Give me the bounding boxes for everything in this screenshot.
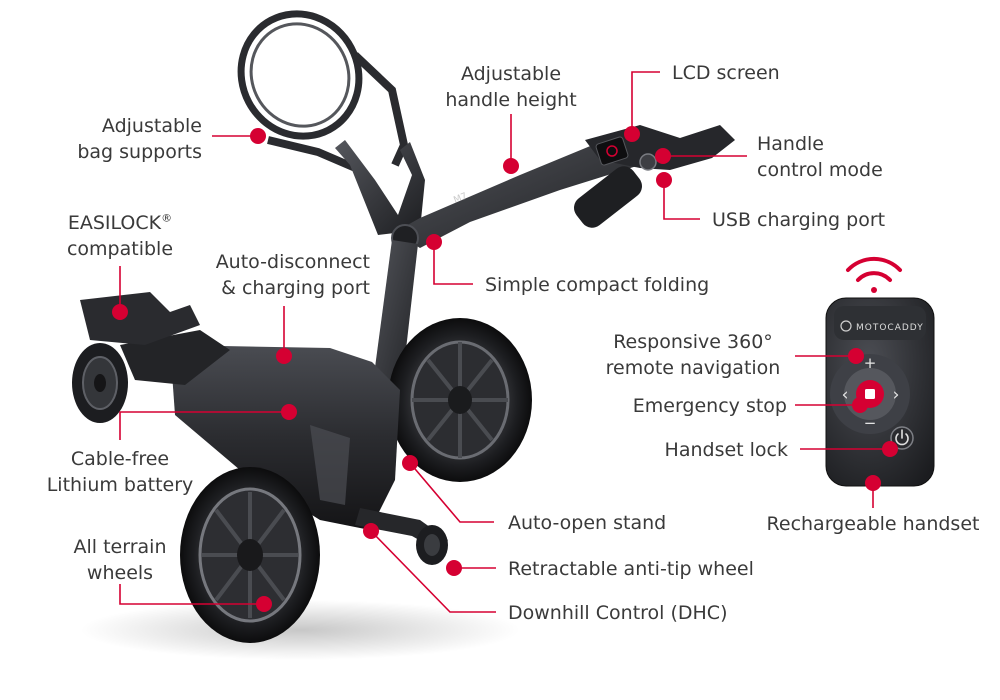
- dpad-left: ‹: [842, 385, 849, 405]
- upper-frame: [335, 140, 425, 235]
- bag-support-ring: [237, 10, 409, 174]
- label-auto-open: Auto-open stand: [508, 512, 667, 534]
- callout-dots: [112, 126, 898, 612]
- dpad-plus: +: [864, 354, 877, 372]
- label-handset-lock: Handset lock: [664, 439, 788, 461]
- lcd-bezel: [595, 136, 629, 166]
- remote-brand: MOTOCADDY: [856, 323, 924, 333]
- label-easilock: EASILOCK® compatible: [66, 211, 174, 260]
- remote-handset: MOTOCADDY + − ‹ ›: [825, 297, 935, 487]
- near-wheel: [180, 467, 320, 643]
- dpad-minus: −: [864, 414, 877, 432]
- anti-tip-wheel: [416, 525, 448, 565]
- ground-shadow: [80, 600, 520, 660]
- label-cable-free: Cable-free Lithium battery: [46, 448, 194, 496]
- leader-dhc: [370, 530, 496, 613]
- leader-lines: [119, 71, 890, 613]
- wifi-signal-icon: [846, 256, 902, 293]
- handle-arm: [395, 132, 655, 248]
- dot-anti-tip: [446, 560, 462, 576]
- stop-icon: [865, 389, 875, 399]
- leader-auto-open: [409, 462, 494, 523]
- dot-lcd: [624, 126, 640, 142]
- dot-auto-open: [402, 455, 418, 471]
- dot-all-terrain: [256, 596, 272, 612]
- label-usb: USB charging port: [712, 209, 886, 231]
- handle-grip: [574, 166, 642, 228]
- label-handle-control: Handle control mode: [757, 133, 883, 181]
- label-emergency: Emergency stop: [632, 395, 787, 417]
- dot-folding: [426, 234, 442, 250]
- chassis-highlight: [310, 425, 350, 505]
- power-icon: [895, 429, 909, 446]
- dot-handle-height: [503, 158, 519, 174]
- label-anti-tip: Retractable anti-tip wheel: [508, 558, 754, 580]
- label-handle-height: Adjustable handle height: [445, 63, 577, 111]
- label-auto-disconnect: Auto-disconnect & charging port: [215, 251, 370, 299]
- model-badge: M7: [452, 191, 468, 205]
- dpad-right: ›: [893, 385, 900, 405]
- dot-rechargeable: [865, 475, 881, 491]
- dot-handset-lock: [882, 441, 898, 457]
- dot-auto-disconnect: [276, 348, 292, 364]
- dot-bag-supports: [250, 128, 266, 144]
- label-dhc: Downhill Control (DHC): [508, 602, 728, 624]
- leader-all-terrain: [119, 584, 264, 605]
- motocaddy-logo-icon: [840, 320, 852, 332]
- rear-wheel: [388, 318, 532, 482]
- lcd-readout-icon: [606, 145, 618, 157]
- dot-emergency: [852, 397, 868, 413]
- label-remote-nav: Responsive 360° remote navigation: [605, 331, 781, 379]
- dot-cable-free: [281, 404, 297, 420]
- label-bag-supports: Adjustable bag supports: [77, 115, 202, 163]
- leader-usb: [663, 180, 700, 220]
- label-all-terrain: All terrain wheels: [73, 536, 167, 584]
- dot-easilock: [112, 304, 128, 320]
- leader-cable-free: [119, 411, 289, 440]
- leader-folding: [433, 242, 473, 285]
- label-rechargeable: Rechargeable handset: [766, 513, 980, 535]
- easilock-clip: [80, 292, 200, 345]
- label-lcd: LCD screen: [672, 62, 780, 84]
- handle-control-dial: [639, 153, 657, 171]
- leader-lcd: [631, 71, 660, 134]
- dot-handle-control: [655, 148, 671, 164]
- front-wheel: [72, 343, 128, 423]
- dot-dhc: [363, 523, 379, 539]
- dot-remote-nav: [848, 348, 864, 364]
- label-folding: Simple compact folding: [485, 274, 710, 296]
- dot-usb: [656, 172, 672, 188]
